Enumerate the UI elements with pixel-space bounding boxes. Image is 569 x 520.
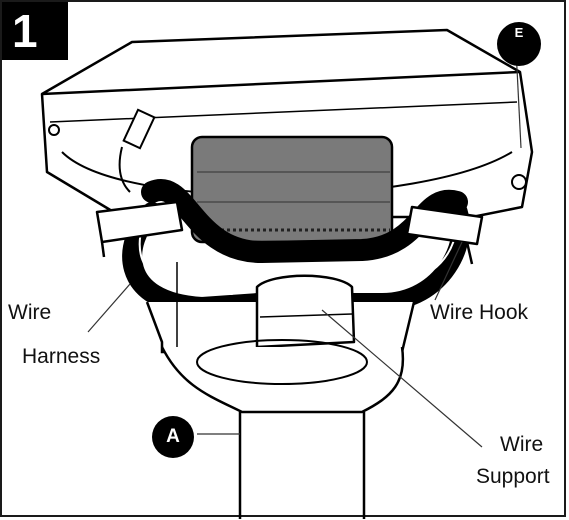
leader-lines [87, 48, 522, 448]
label-wire-hook: Wire Hook [430, 301, 529, 324]
screw-left [48, 124, 60, 136]
wire-support-saddle [255, 274, 356, 349]
callout-a-letter: A [166, 426, 180, 447]
downrod [238, 412, 366, 519]
label-wire-harness-line2: Harness [22, 345, 101, 368]
downrod-flare [160, 339, 405, 414]
callout-a: A [152, 416, 194, 458]
callout-e-letter: E [514, 25, 524, 40]
callout-e: E [497, 22, 541, 66]
label-wire-harness-line1: Wire [8, 301, 52, 324]
screw-right [511, 174, 527, 190]
wire-connector [118, 108, 156, 193]
step-number-badge: 1 [2, 2, 68, 60]
wire-hook-clip [405, 205, 484, 265]
label-wire-support-line1: Wire [500, 433, 544, 456]
label-wire-support-line2: Support [476, 465, 550, 488]
motor-block [190, 135, 394, 244]
left-wire-clip [95, 200, 184, 258]
step-number: 1 [12, 5, 38, 57]
